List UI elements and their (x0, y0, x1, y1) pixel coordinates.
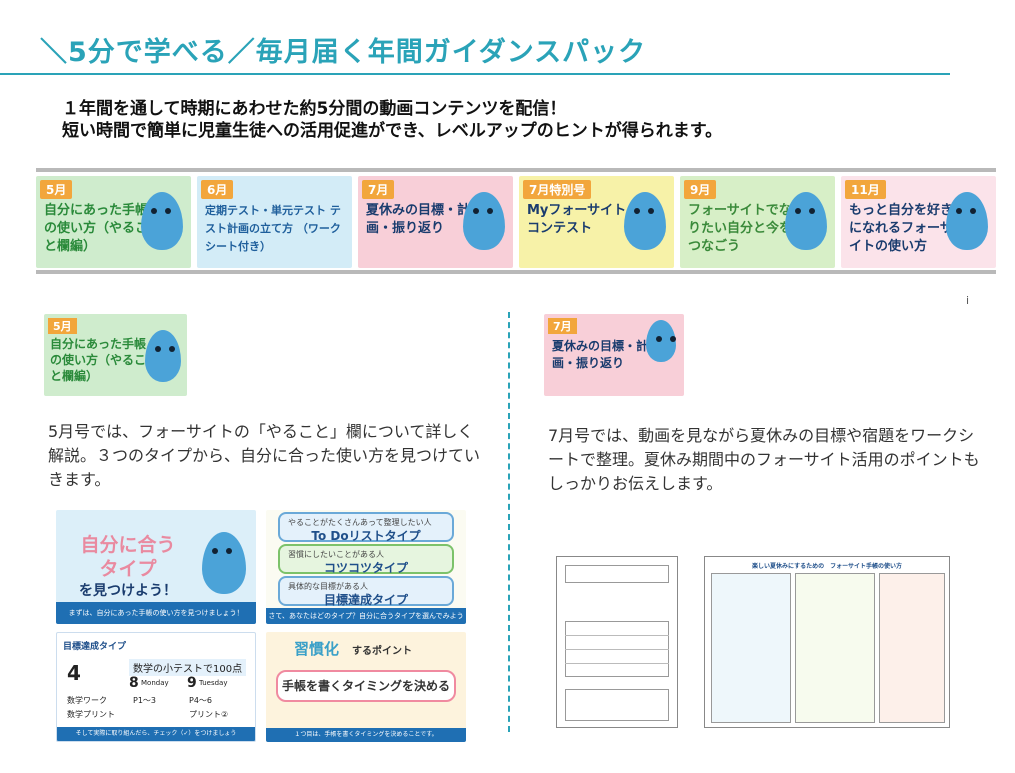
july-description: 7月号では、動画を見ながら夏休みの目標や宿題をワークシートで整理。夏休み期間中の… (548, 426, 980, 493)
mascot-icon (463, 192, 505, 250)
worksheet-panel (795, 573, 875, 723)
task-name: 数学ワーク (67, 696, 107, 705)
slide-goal-example: 目標達成タイプ 数学の小テストで100点 4 8 Monday 9 Tuesda… (56, 632, 256, 742)
worksheet-panel (711, 573, 791, 723)
mascot-icon (145, 330, 181, 382)
month-badge: 5月 (48, 318, 77, 334)
habit-highlight: 習慣化 (294, 640, 340, 658)
day-number: 4 (67, 661, 81, 685)
month-badge: 5月 (40, 180, 73, 199)
type-caption: 習慣にしたいことがある人 (288, 550, 384, 559)
slide-footer: さて、あなたはどのタイプ？自分に合うタイプを選んでみよう (266, 608, 466, 624)
worksheet-goals (556, 556, 678, 728)
slide-habit-point: 習慣化 するポイント 手帳を書くタイミングを決める １つ目は、手帳を書くタイミン… (266, 632, 466, 742)
month-badge: 6月 (201, 180, 234, 199)
slide-footer: １つ目は、手帳を書くタイミングを決めることです。 (266, 728, 466, 742)
task-cell: P4～6 (189, 696, 213, 705)
slide-heading-2: タイプ (99, 558, 157, 580)
thumbnail-september[interactable]: 9月 フォーサイトでなりたい自分と今をつなごう (680, 176, 835, 268)
intro-line-1: １年間を通して時期にあわせた約5分間の動画コンテンツを配信！ (62, 99, 567, 119)
month-badge: 7月特別号 (523, 180, 592, 199)
slide-three-types: やることがたくさんあって整理したい人 To Doリストタイプ 習慣にしたいことが… (266, 510, 466, 624)
column-divider (508, 312, 510, 732)
page-title: ＼5分で学べる／毎月届く年間ガイダンスパック (40, 37, 647, 68)
strip-bottom-rule (36, 270, 996, 274)
habit-point: 手帳を書くタイミングを決める (276, 670, 456, 702)
day-number: 8 (129, 675, 139, 691)
task-cell: プリント② (189, 710, 229, 719)
day-name: Monday (141, 679, 169, 687)
slide-footer: そして実際に取り組んだら、チェック（✓）をつけましょう (57, 727, 255, 741)
worksheet-line (565, 663, 669, 664)
worksheet-header-box (565, 565, 669, 583)
month-badge: 7月 (362, 180, 395, 199)
mascot-icon (946, 192, 988, 250)
worksheet-reflection-box (565, 689, 669, 721)
type-goal: 具体的な目標がある人 目標達成タイプ (278, 576, 454, 607)
july-video-card[interactable]: 7月 夏休みの目標・計画・振り返り (544, 314, 684, 396)
thumbnail-title: もっと自分を好きになれるフォーサイトの使い方 (849, 203, 954, 254)
task-name: 数学プリント (67, 710, 115, 719)
strip-top-rule (36, 168, 996, 172)
thumbnail-title: フォーサイトでなりたい自分と今をつなごう (688, 203, 793, 254)
thumbnail-title: 定期テスト・単元テスト テスト計画の立て方 （ワークシート付き） (205, 204, 341, 253)
thumbnail-july[interactable]: 7月 夏休みの目標・計画・振り返り (358, 176, 513, 268)
month-badge: 11月 (845, 180, 886, 199)
month-badge: 7月 (548, 318, 577, 334)
thumbnail-june[interactable]: 6月 定期テスト・単元テスト テスト計画の立て方 （ワークシート付き） (197, 176, 352, 268)
thumbnail-may[interactable]: 5月 自分にあった手帳の使い方（やること欄編） (36, 176, 191, 268)
intro-line-2: 短い時間で簡単に児童生徒への活用促進ができ、レベルアップのヒントが得られます。 (62, 121, 723, 141)
worksheet-panel (879, 573, 945, 723)
type-caption: やることがたくさんあって整理したい人 (288, 518, 432, 527)
slide-find-type: 自分に合う タイプ を見つけよう！ まずは、自分にあった手帳の使い方を見つけまし… (56, 510, 256, 624)
worksheet-foresight-usage: 楽しい夏休みにするための フォーサイト手帳の使い方 (704, 556, 950, 728)
card-title: 自分にあった手帳の使い方（やること欄編） (50, 337, 147, 383)
mascot-icon (624, 192, 666, 250)
thumbnail-november[interactable]: 11月 もっと自分を好きになれるフォーサイトの使い方 (841, 176, 996, 268)
type-todo-list: やることがたくさんあって整理したい人 To Doリストタイプ (278, 512, 454, 543)
mascot-icon (141, 192, 183, 250)
title-underline (0, 73, 950, 75)
mascot-icon (785, 192, 827, 250)
thumbnail-title: 夏休みの目標・計画・振り返り (366, 203, 471, 236)
type-name: コツコツタイプ (323, 561, 408, 575)
thumbnail-title: 自分にあった手帳の使い方（やること欄編） (44, 203, 149, 254)
card-title: 夏休みの目標・計画・振り返り (552, 339, 649, 370)
slide-heading-1: 自分に合う (80, 534, 176, 556)
thumbnail-july-special[interactable]: 7月特別号 Myフォーサイトコンテスト (519, 176, 674, 268)
mascot-icon (646, 320, 676, 362)
worksheet-title: 楽しい夏休みにするための フォーサイト手帳の使い方 (752, 563, 902, 570)
habit-suffix: するポイント (352, 646, 412, 657)
day-number: 9 (187, 675, 197, 691)
type-name: 目標達成タイプ (323, 593, 408, 607)
intro-text: １年間を通して時期にあわせた約5分間の動画コンテンツを配信！ 短い時間で簡単に児… (62, 98, 722, 142)
worksheet-line (565, 635, 669, 636)
may-video-card[interactable]: 5月 自分にあった手帳の使い方（やること欄編） (44, 314, 187, 396)
type-label: 目標達成タイプ (63, 642, 127, 652)
thumbnail-title: Myフォーサイトコンテスト (527, 203, 627, 236)
type-caption: 具体的な目標がある人 (288, 582, 368, 591)
slide-footer: まずは、自分にあった手帳の使い方を見つけましょう！ (56, 602, 256, 624)
video-thumbnail-strip: 5月 自分にあった手帳の使い方（やること欄編） 6月 定期テスト・単元テスト テ… (36, 176, 996, 268)
task-cell: P1～3 (133, 696, 157, 705)
worksheet-line (565, 649, 669, 650)
goal-text: 数学の小テストで100点 (129, 659, 247, 676)
month-badge: 9月 (684, 180, 717, 199)
type-name: To Doリストタイプ (311, 529, 421, 543)
mascot-icon (202, 532, 246, 594)
day-name: Tuesday (199, 679, 228, 687)
may-description: 5月号では、フォーサイトの「やること」欄について詳しく解説。３つのタイプから、自… (48, 422, 481, 489)
stray-marker: i (966, 294, 970, 307)
slide-heading-3: を見つけよう！ (79, 583, 177, 599)
type-kotsukotsu: 習慣にしたいことがある人 コツコツタイプ (278, 544, 454, 575)
